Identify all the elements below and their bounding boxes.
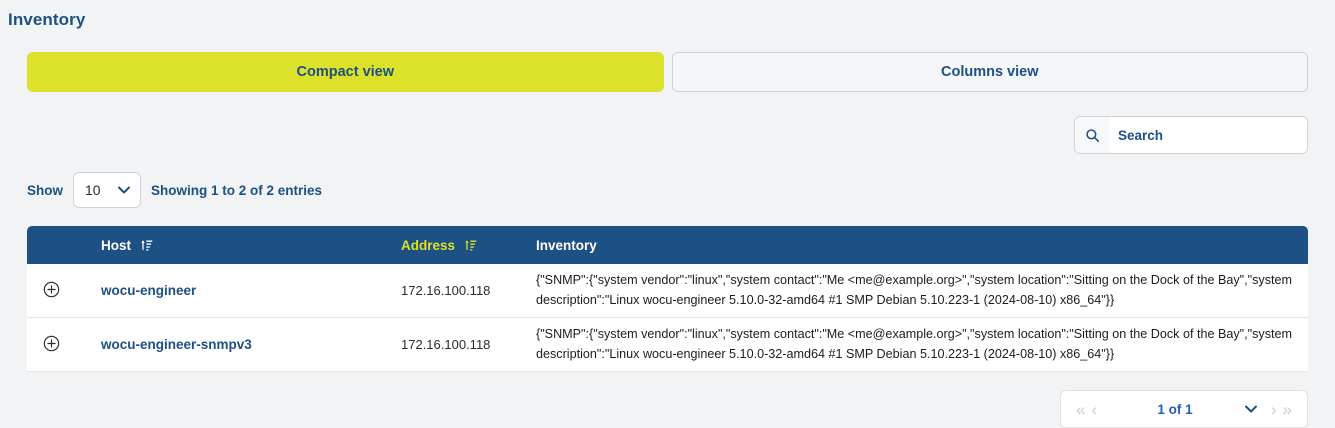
chevron-down-icon xyxy=(117,185,131,195)
column-header-host-label: Host xyxy=(101,237,131,253)
column-header-address-label: Address xyxy=(401,237,456,253)
plus-circle-icon[interactable] xyxy=(43,335,60,352)
host-link[interactable]: wocu-engineer xyxy=(101,283,197,299)
row-inventory-cell: {"SNMP":{"system vendor":"linux","system… xyxy=(536,273,1293,307)
table-header-row: Host Address xyxy=(27,226,1308,264)
row-address-cell: 172.16.100.118 xyxy=(401,337,491,353)
entries-info-prefix: Showing xyxy=(151,182,211,198)
column-header-expand xyxy=(27,226,75,264)
pagination-page-select[interactable] xyxy=(1244,404,1268,414)
pagination-next-button[interactable]: › xyxy=(1270,399,1277,419)
entries-info-mid2: of xyxy=(246,182,267,198)
pagination: « ‹ 1 of 1 › » xyxy=(1060,390,1308,428)
row-host-cell: wocu-engineer xyxy=(75,264,401,318)
host-link[interactable]: wocu-engineer-snmpv3 xyxy=(101,337,252,353)
columns-view-button[interactable]: Columns view xyxy=(671,52,1308,92)
view-toggle-group: Compact view Columns view xyxy=(27,52,1308,92)
page-length-select[interactable]: 10 xyxy=(73,172,141,208)
inventory-table-wrapper: Host Address xyxy=(27,226,1308,373)
length-menu-row: Show 10 Showing 1 to 2 of 2 entries xyxy=(27,172,1308,208)
entries-info-suffix: entries xyxy=(274,182,323,198)
columns-view-label: Columns view xyxy=(941,64,1039,80)
sort-icon-address xyxy=(465,239,477,251)
page-length-value: 10 xyxy=(85,182,101,198)
column-header-inventory-label: Inventory xyxy=(536,237,597,253)
pagination-page-label: 1 of 1 xyxy=(1157,401,1193,417)
column-header-host[interactable]: Host xyxy=(75,226,401,264)
search-input[interactable] xyxy=(1110,117,1307,153)
table-row: wocu-engineer 172.16.100.118 {"SNMP":{"s… xyxy=(27,264,1308,318)
entries-info-end: 2 xyxy=(238,182,247,198)
row-address-cell: 172.16.100.118 xyxy=(401,283,491,299)
page-title: Inventory xyxy=(8,10,86,29)
search-row xyxy=(27,116,1308,154)
chevron-down-icon xyxy=(1244,405,1257,413)
pagination-first-button[interactable]: « xyxy=(1076,399,1086,419)
column-header-inventory: Inventory xyxy=(536,226,1308,264)
compact-view-label: Compact view xyxy=(296,64,395,80)
search-icon xyxy=(1075,117,1110,153)
row-host-cell: wocu-engineer-snmpv3 xyxy=(75,318,401,372)
column-header-address[interactable]: Address xyxy=(401,226,536,264)
table-body: wocu-engineer 172.16.100.118 {"SNMP":{"s… xyxy=(27,264,1308,372)
pagination-prev-button[interactable]: ‹ xyxy=(1091,399,1098,419)
show-label: Show xyxy=(27,182,63,198)
row-inventory-cell: {"SNMP":{"system vendor":"linux","system… xyxy=(536,327,1293,361)
inventory-table: Host Address xyxy=(27,226,1308,372)
pagination-last-button[interactable]: » xyxy=(1282,399,1292,419)
entries-info-start: 1 xyxy=(211,182,219,198)
compact-view-button[interactable]: Compact view xyxy=(27,52,664,92)
pagination-row: « ‹ 1 of 1 › » xyxy=(27,390,1308,428)
plus-circle-icon[interactable] xyxy=(43,281,60,298)
entries-info-mid: to xyxy=(218,182,239,198)
table-head: Host Address xyxy=(27,226,1308,264)
inventory-panel: Compact view Columns view Show 10 xyxy=(0,52,1335,428)
entries-info-total: 2 xyxy=(266,182,275,198)
search-box[interactable] xyxy=(1074,116,1308,154)
row-expand-cell xyxy=(27,264,75,318)
row-expand-cell xyxy=(27,318,75,372)
sort-icon-host xyxy=(141,239,153,251)
table-row: wocu-engineer-snmpv3 172.16.100.118 {"SN… xyxy=(27,317,1308,372)
entries-info: Showing 1 to 2 of 2 entries xyxy=(151,183,322,198)
